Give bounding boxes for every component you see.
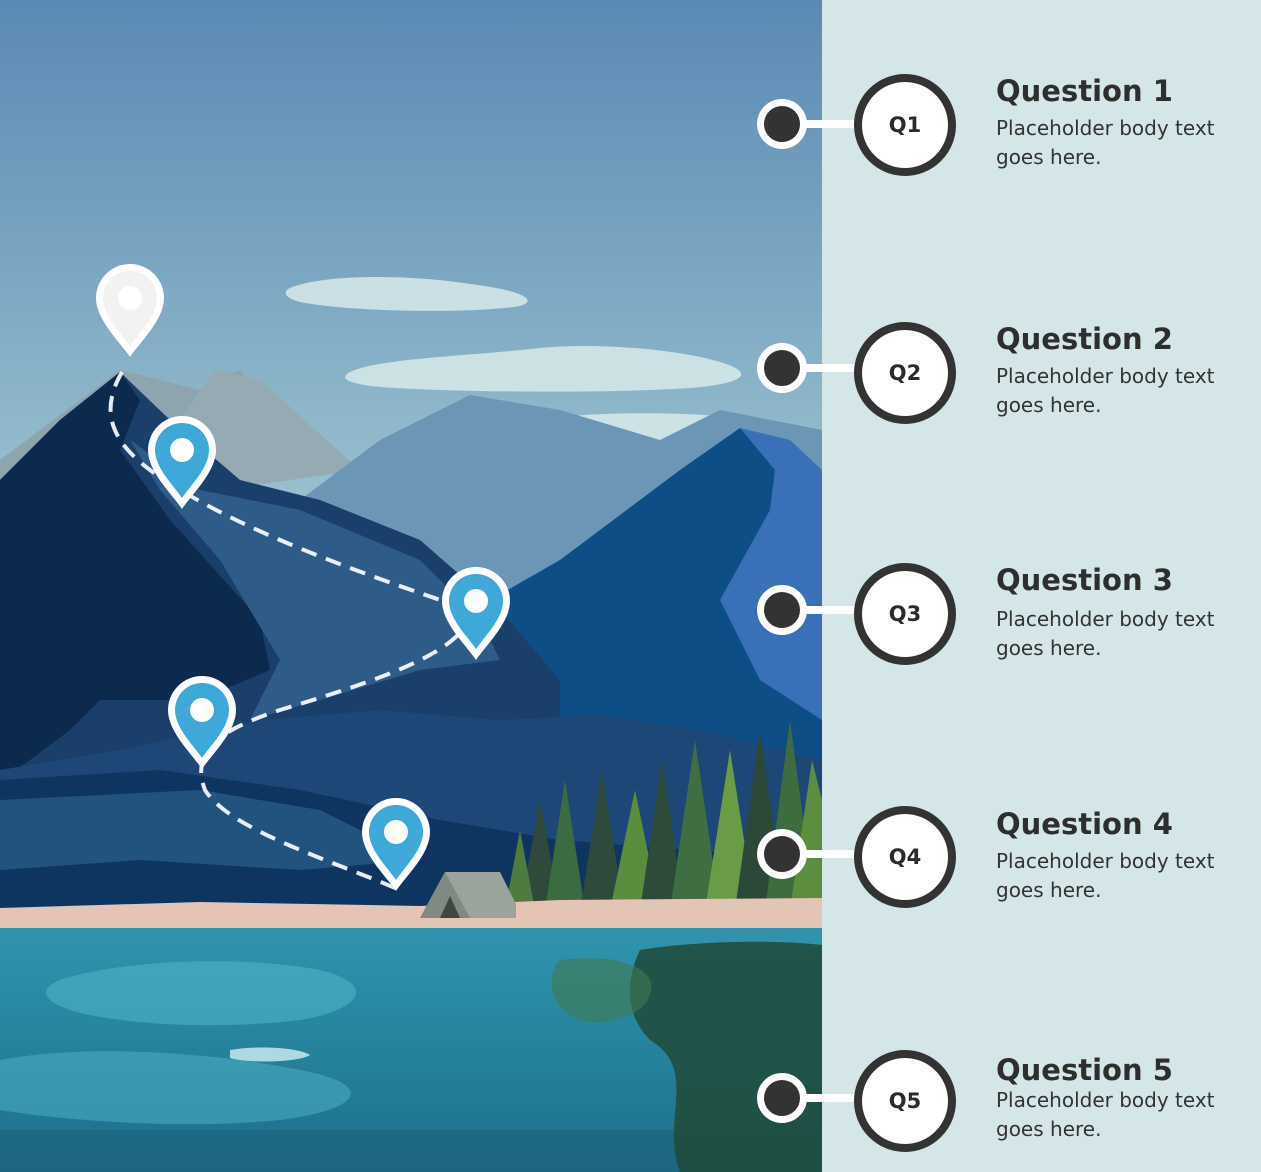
connector-line [780,364,870,372]
question-title: Question 1 [996,74,1173,108]
question-body: Placeholder body text goes here. [996,849,1215,902]
trail-path [108,370,473,892]
connector-line [780,120,870,128]
question-badge: Q1 [854,74,956,176]
question-badge: Q5 [854,1050,956,1152]
timeline-dot [757,829,807,879]
question-badge: Q2 [854,322,956,424]
question-title: Question 3 [996,563,1173,597]
question-body: Placeholder body text goes here. [996,116,1215,169]
timeline-dot [757,99,807,149]
question-body: Placeholder body text goes here. [996,1088,1215,1141]
clouds [285,277,785,440]
timeline-dot [757,585,807,635]
tent-icon [420,872,516,918]
mountain-landscape-illustration [0,0,822,1172]
connector-line [780,850,870,858]
connector-line [780,606,870,614]
connector-line [780,1094,870,1102]
timeline-dot [757,343,807,393]
question-badge: Q3 [854,563,956,665]
question-body: Placeholder body text goes here. [996,364,1215,417]
question-title: Question 4 [996,807,1173,841]
timeline-dot [757,1073,807,1123]
question-badge: Q4 [854,806,956,908]
question-title: Question 2 [996,322,1173,356]
question-title: Question 5 [996,1053,1173,1087]
question-body: Placeholder body text goes here. [996,607,1215,660]
